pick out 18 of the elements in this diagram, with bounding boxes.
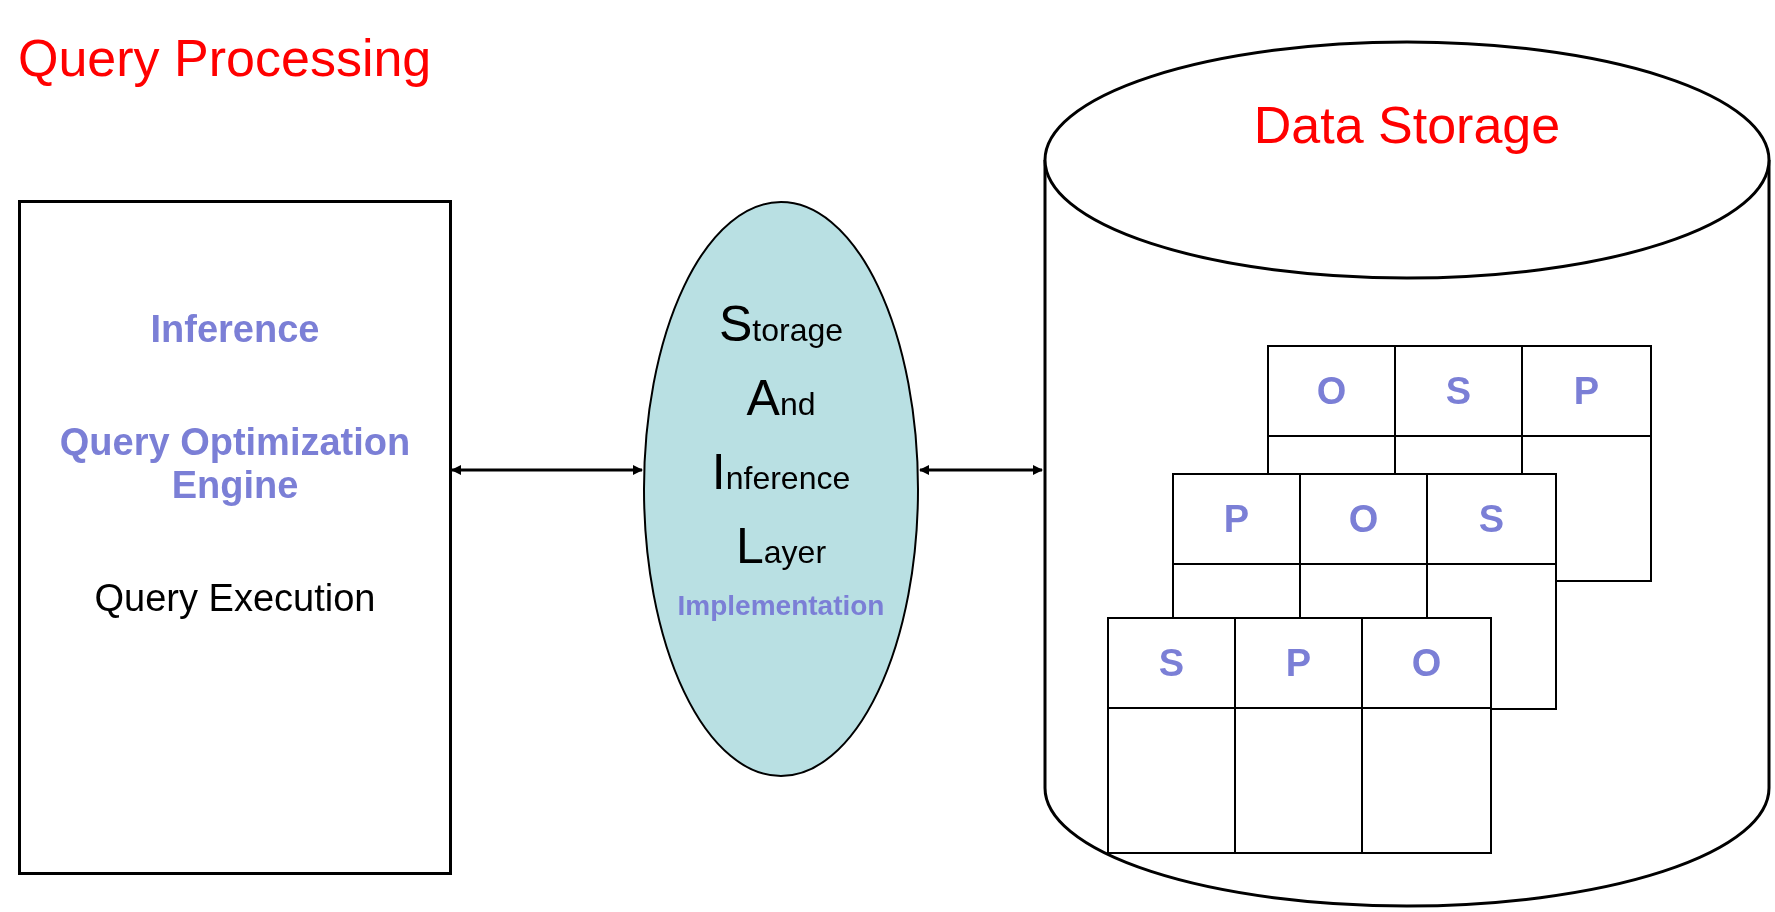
- component-label: Implementation: [677, 590, 885, 622]
- table-header-cell: P: [1236, 619, 1363, 709]
- component-label: Query Optimization Engine: [58, 421, 412, 507]
- table-header-cell: O: [1363, 619, 1490, 709]
- component-label: Inference: [150, 308, 320, 351]
- double-arrow: [919, 465, 1043, 475]
- heading: Data Storage: [1252, 95, 1562, 155]
- table-header-cell: P: [1523, 347, 1650, 437]
- table-header-cell: O: [1269, 347, 1396, 437]
- table-header-cell: S: [1109, 619, 1236, 709]
- component-label: Query Execution: [94, 577, 376, 620]
- table-header-cell: S: [1396, 347, 1523, 437]
- heading: Query Processing: [18, 28, 432, 88]
- table-header-cell: S: [1428, 475, 1555, 565]
- table-header-cell: P: [1174, 475, 1301, 565]
- layer-name: Storage And Inference Layer: [711, 295, 851, 576]
- table-header-cell: O: [1301, 475, 1428, 565]
- double-arrow: [451, 465, 643, 475]
